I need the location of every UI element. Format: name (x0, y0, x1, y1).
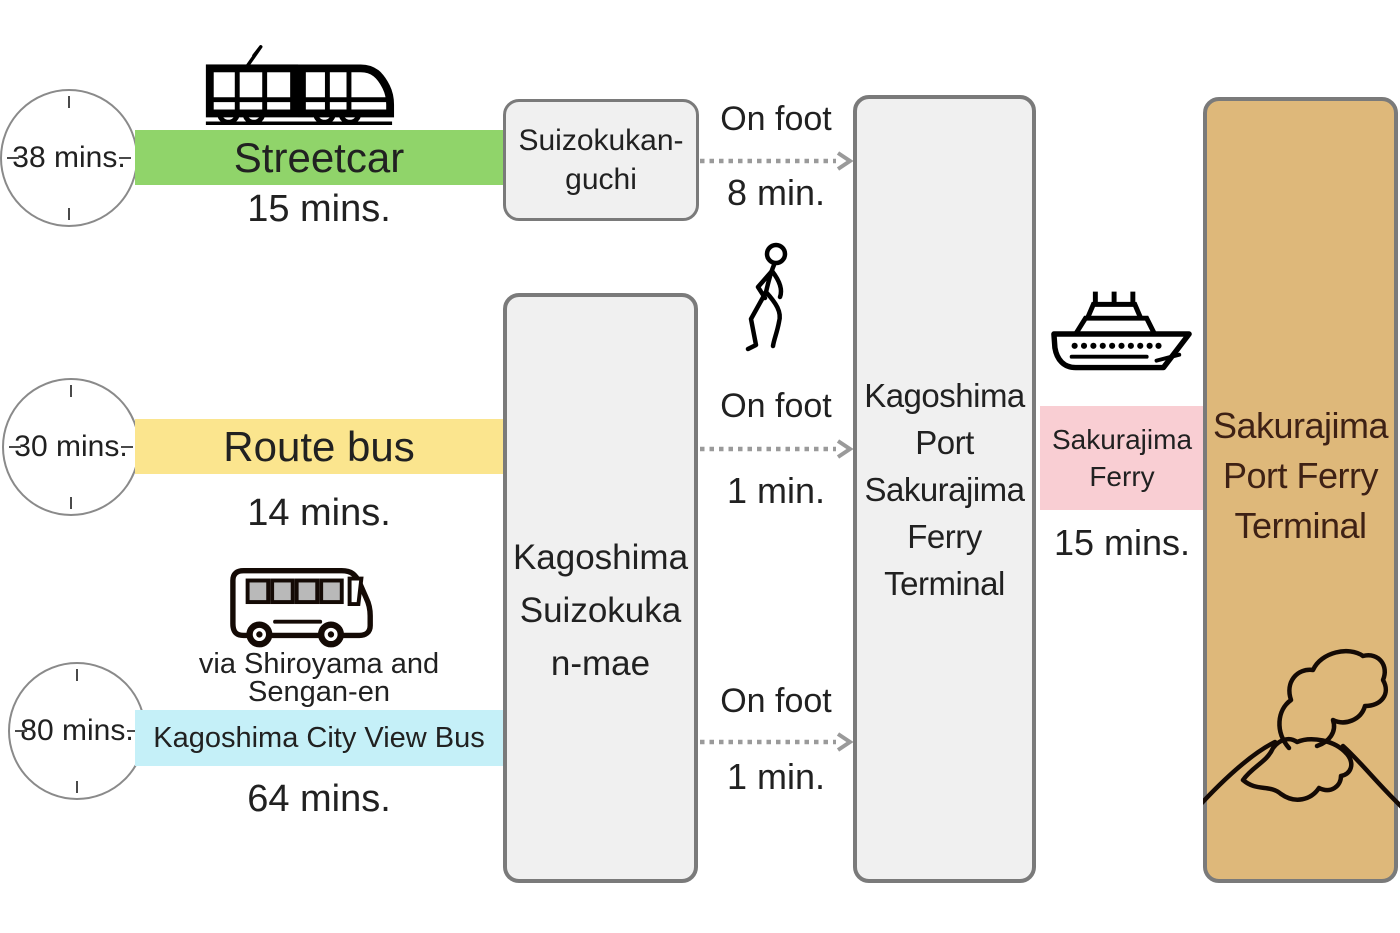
ferry-name-line: Ferry (1089, 461, 1155, 492)
station-name-line: Sakurajima (1212, 405, 1389, 446)
station-name-line: n-mae (550, 643, 651, 683)
clock-icon: 80 mins. (8, 662, 146, 800)
clock-icon: 38 mins. (0, 89, 138, 227)
station-name-line: guchi (565, 163, 637, 196)
walk1-arrow-icon (698, 150, 854, 172)
walking-person-icon (736, 242, 806, 364)
station-name-line: Ferry (907, 517, 982, 555)
station-name-line: Kagoshima (864, 376, 1025, 414)
total-time-route-bus: 30 mins. (14, 430, 128, 463)
station-kagoshima-port-ferry-terminal: Kagoshima Port Sakurajima Ferry Terminal (853, 95, 1036, 883)
total-time-streetcar: 38 mins. (12, 141, 126, 174)
route-bus-duration: 14 mins. (247, 492, 391, 534)
station-suizokukan-mae: Kagoshima Suizokuka n-mae (503, 293, 698, 883)
walk1-label: On foot (720, 100, 832, 138)
city-view-bus-duration: 64 mins. (247, 778, 391, 820)
walk3-duration: 1 min. (726, 756, 826, 797)
streetcar-route-bar: Streetcar (135, 130, 503, 185)
volcano-icon (1203, 636, 1400, 841)
walk3-arrow-icon (698, 731, 854, 753)
total-time-city-view-bus: 80 mins. (20, 714, 134, 747)
station-name-line: Suizokukan- (518, 124, 684, 157)
bus-icon (228, 564, 380, 648)
via-note-line: Sengan-en (248, 676, 390, 708)
station-name-line: Suizokuka (519, 590, 682, 630)
station-name-line: Port (915, 423, 974, 461)
station-name-line: Kagoshima (512, 537, 689, 577)
ferry-name-line: Sakurajima (1051, 424, 1193, 455)
streetcar-duration: 15 mins. (247, 188, 391, 230)
route-name: Kagoshima City View Bus (153, 721, 485, 754)
walk1-duration: 8 min. (726, 172, 826, 213)
ferry-icon (1048, 288, 1196, 380)
station-sakurajima-port-ferry-terminal: Sakurajima Port Ferry Terminal (1203, 97, 1400, 883)
route-name: Streetcar (233, 133, 405, 181)
route-bus-route-bar: Route bus (135, 419, 503, 474)
streetcar-icon (200, 44, 396, 128)
ferry-leg-label: Sakurajima Ferry (1040, 406, 1204, 510)
via-note-line: via Shiroyama and (198, 648, 440, 680)
station-name-line: Terminal (884, 564, 1005, 602)
via-note: via Shiroyama and Sengan-en (135, 648, 503, 708)
station-suizokukan-guchi: Suizokukan- guchi (503, 99, 699, 221)
route-name: Route bus (223, 422, 415, 470)
station-name-line: Sakurajima (864, 470, 1025, 508)
ferry-duration: 15 mins. (1053, 522, 1191, 563)
station-name-line: Terminal (1234, 505, 1367, 546)
walk2-arrow-icon (698, 438, 854, 460)
walk2-duration: 1 min. (726, 470, 826, 511)
clock-icon: 30 mins. (2, 378, 140, 516)
walk3-label: On foot (720, 682, 832, 720)
city-view-bus-route-bar: Kagoshima City View Bus (135, 710, 503, 766)
station-name-line: Port Ferry (1222, 455, 1379, 496)
walk2-label: On foot (720, 387, 832, 425)
